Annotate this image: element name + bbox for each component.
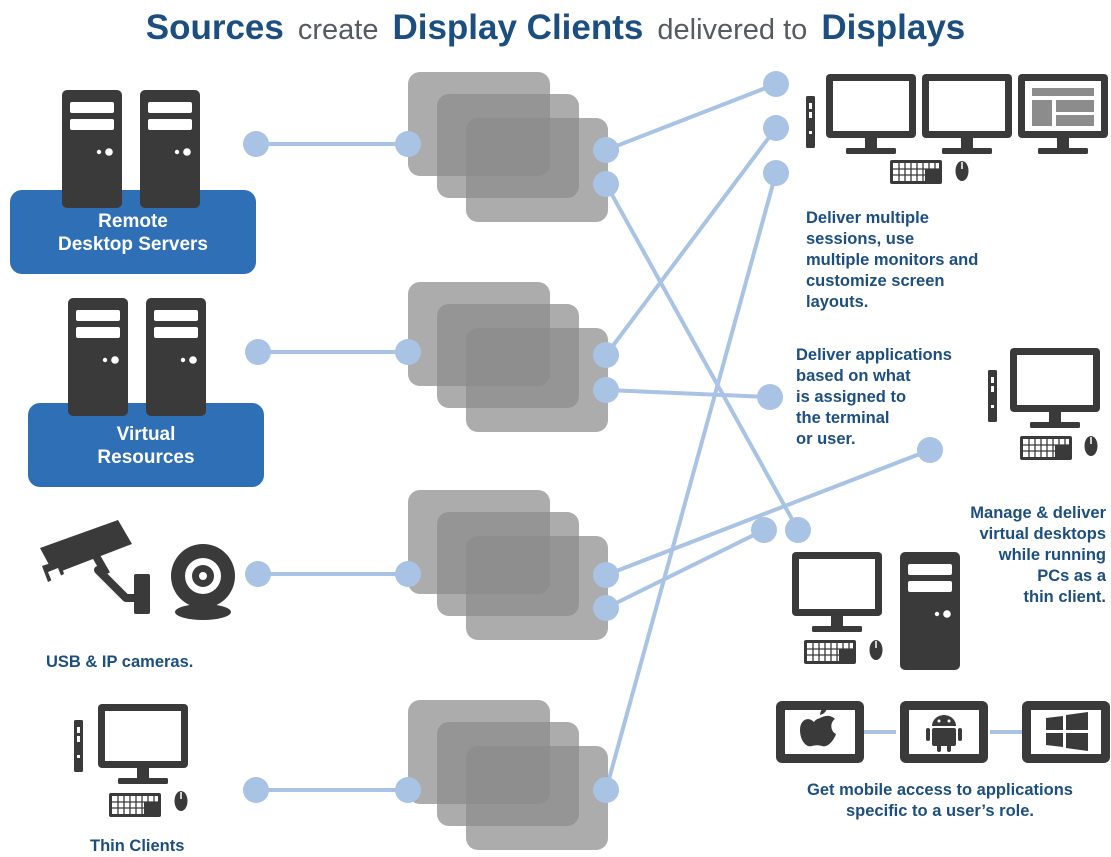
camera-icons (40, 520, 235, 620)
monitor-icon (1010, 348, 1100, 428)
title-displays: Displays (821, 8, 966, 47)
connectors (254, 82, 932, 792)
mouse-icon (868, 639, 884, 661)
server-tower-icon (146, 298, 206, 416)
application-terminal (988, 348, 1100, 461)
multi-monitor-caption: Deliver multiple sessions, use multiple … (806, 209, 979, 311)
rds-badge (10, 190, 256, 274)
thin-client-box-icon (74, 720, 83, 772)
thin-client-box-icon (806, 96, 815, 148)
thin-client-box-icon (988, 370, 997, 422)
applications-caption: Deliver applications based on what is as… (796, 346, 952, 448)
android-tablet-icon (900, 701, 988, 763)
monitor-icon (792, 552, 882, 632)
mouse-icon (173, 790, 189, 812)
apple-tablet-icon (776, 701, 864, 763)
virtual-resources-label: Virtual Resources (97, 424, 195, 468)
mobile-devices (776, 701, 1110, 763)
display-client-stack-1 (408, 72, 608, 222)
server-tower-icon (62, 90, 122, 208)
thin-clients-label: Thin Clients (90, 837, 185, 855)
display-client-stack-3 (408, 490, 608, 640)
display-client-stack-2 (408, 282, 608, 432)
keyboard-icon (803, 639, 857, 665)
monitor-icon (826, 74, 916, 154)
display-client-stack-4 (408, 700, 608, 850)
server-tower-icon (68, 298, 128, 416)
thin-client-device (74, 704, 189, 818)
remote-desktop-servers (10, 90, 256, 274)
diagram-title: Sources create Display Clients delivered to… (0, 6, 1111, 57)
monitor-icon (98, 704, 188, 784)
ip-camera-icon (40, 520, 150, 614)
title-create: create (297, 14, 379, 46)
server-tower-icon (140, 90, 200, 208)
windows-tablet-icon (1022, 701, 1110, 763)
title-delivered-to: delivered to (657, 14, 808, 46)
multi-monitor-display (806, 74, 1108, 185)
monitor-icon (922, 74, 1012, 154)
mouse-icon (954, 160, 970, 182)
title-sources: Sources (145, 8, 284, 47)
title-display-clients: Display Clients (392, 8, 644, 47)
remote-desktop-servers-label: Remote Desktop Servers (58, 211, 208, 255)
keyboard-icon (108, 792, 162, 818)
keyboard-icon (1019, 435, 1073, 461)
webcam-icon (171, 544, 235, 620)
connector-dots (243, 71, 943, 803)
virtual-resources (28, 298, 264, 487)
cameras-label: USB & IP cameras. (46, 653, 194, 671)
virtual-desktops-caption: Manage & deliver virtual desktops while … (970, 504, 1106, 606)
virtual-resources-badge (28, 403, 264, 487)
mobile-caption: Get mobile access to applications specif… (807, 781, 1073, 820)
keyboard-icon (889, 159, 943, 185)
mouse-icon (1083, 435, 1099, 457)
monitor-layout-icon (1018, 74, 1108, 154)
